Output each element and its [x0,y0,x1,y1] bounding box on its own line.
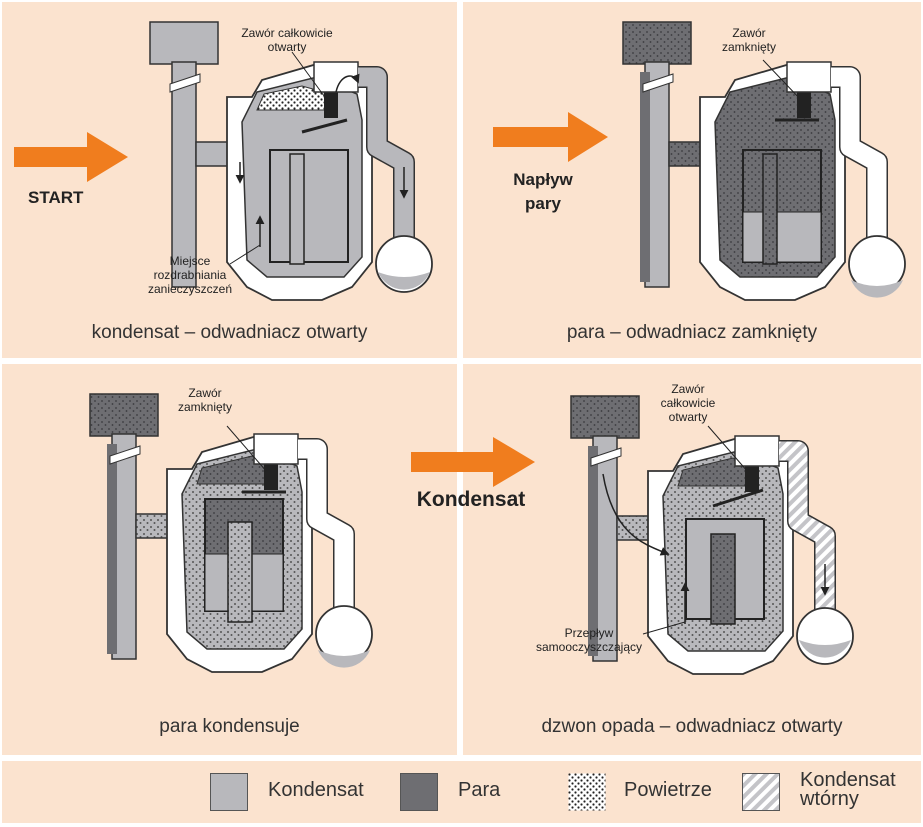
arrow-label: Napływ pary [513,170,573,213]
trap-diagram-3 [89,393,373,673]
orange-arrow-icon [411,437,535,487]
panel-steam-closed: Napływ pary Zawór zamknięty para – odwad… [463,2,921,358]
legend-swatch-steam [400,773,438,811]
panel-caption: kondensat – odwadniacz otwarty [91,322,368,343]
legend-swatch-flash-condensate [742,773,780,811]
legend-swatch-condensate [210,773,248,811]
annotation-valve: Zawór całkowicie otwarty [241,26,333,54]
panel-bell-falls-open: Kondensat Zawór całkowicie otwarty Przep… [411,364,921,755]
trap-diagram-4 [411,395,854,675]
legend-label: Para [458,779,501,801]
annotation-self-cleaning: Przepływ samooczyszczający [535,626,643,654]
orange-arrow-icon [14,132,128,182]
annotation-valve: Zawór zamknięty [177,386,233,414]
annotation-valve: Zawór zamknięty [721,26,777,54]
legend-label: Kondensat [268,779,364,801]
panel-caption: para kondensuje [159,716,300,737]
annotation-valve: Zawór całkowicie otwarty [660,382,716,424]
legend: Kondensat Para Powietrze Kondensat wtórn… [2,761,921,823]
panel-caption: dzwon opada – odwadniacz otwarty [541,716,843,737]
trap-diagram-2 [493,21,906,301]
panel-open-condensate: START Zawór całkowicie otwarty Miejsce r… [2,2,457,358]
orange-arrow-icon [493,112,608,162]
legend-label: Powietrze [624,779,712,801]
trap-diagram-1 [14,21,433,301]
arrow-label: Kondensat [416,488,526,511]
legend-label: Kondensat wtórny [800,769,896,810]
arrow-label: START [28,188,84,207]
annotation-grinding: Miejsce rozdrabniania zanieczyszczeń [147,254,233,296]
panel-steam-condensing: Zawór zamknięty para kondensuje [2,364,457,755]
panel-caption: para – odwadniacz zamknięty [566,322,818,343]
legend-swatch-air [568,773,606,811]
